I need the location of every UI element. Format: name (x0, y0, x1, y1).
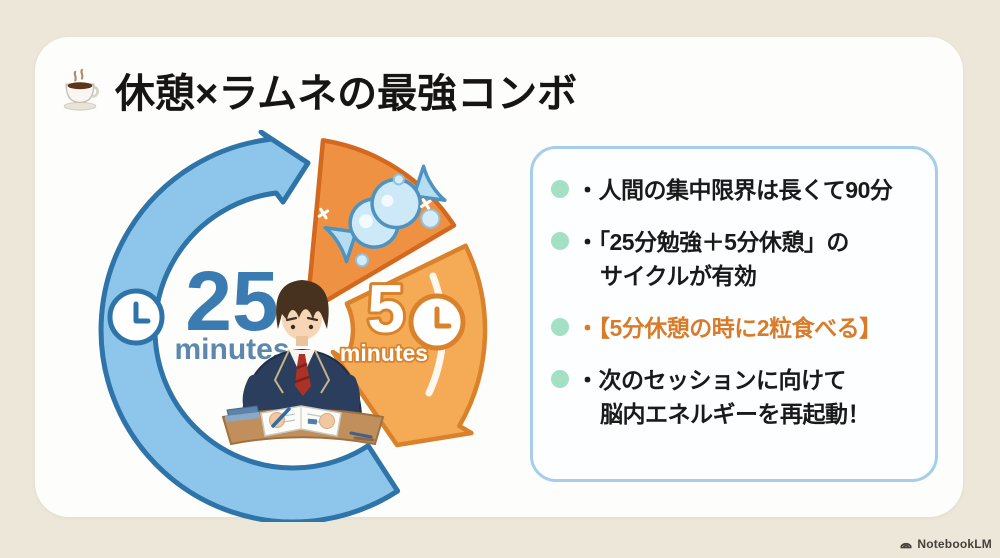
slide-card: 休憩×ラムネの最強コンボ 25 minutes 5 minutes (35, 37, 963, 522)
break-minutes-unit: minutes (340, 340, 428, 366)
ramune-candy-icon (317, 164, 447, 268)
bullet-dot-icon (551, 232, 569, 250)
study-clock-icon (107, 288, 165, 346)
pomodoro-cycle-diagram: 25 minutes 5 minutes (98, 130, 488, 522)
key-point-text: ・人間の集中限界は長くて90分 (576, 177, 893, 203)
bullet-dot-icon (551, 180, 569, 198)
key-point-item: ・人間の集中限界は長くて90分 (551, 173, 919, 207)
page-title: 休憩×ラムネの最強コンボ (115, 72, 578, 116)
key-points-panel: ・人間の集中限界は長くて90分 ・「25分勉強＋5分休憩」の サイクルが有効 ・… (530, 146, 938, 482)
bullet-dot-icon (551, 318, 569, 336)
key-point-item: ・「25分勉強＋5分休憩」の サイクルが有効 (551, 225, 919, 293)
break-minutes-value: 5 (367, 271, 405, 347)
key-point-text: ・【5分休憩の時に2粒食べる】 (576, 315, 882, 341)
footer-brand-label: NotebookLM (917, 537, 992, 551)
title-row: 休憩×ラムネの最強コンボ (57, 61, 577, 119)
key-point-item: ・次のセッションに向けて 脳内エネルギーを再起動！ (551, 363, 919, 431)
key-point-text: ・次のセッションに向けて 脳内エネルギーを再起動！ (576, 367, 871, 427)
footer-brand: NotebookLM (899, 537, 992, 551)
study-minutes-value: 25 (185, 254, 278, 348)
key-point-text: ・「25分勉強＋5分休憩」の サイクルが有効 (576, 229, 849, 289)
study-cycle-arrow (98, 130, 401, 522)
student-illustration (221, 280, 385, 446)
break-clock-icon (408, 293, 466, 351)
bullet-dot-icon (551, 370, 569, 388)
key-point-item: ・【5分休憩の時に2粒食べる】 (551, 311, 919, 345)
notebooklm-logo-icon (900, 542, 913, 549)
coffee-icon (63, 68, 100, 111)
